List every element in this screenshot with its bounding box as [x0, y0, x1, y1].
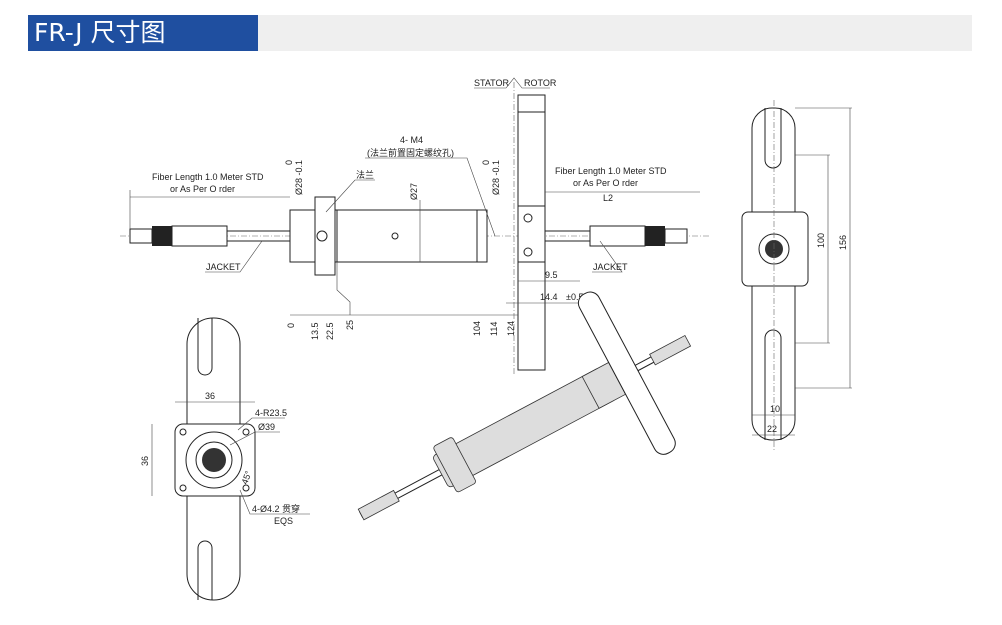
dimension-label: or As Per O rder: [573, 178, 638, 188]
dimension-label: Fiber Length 1.0 Meter STD: [555, 166, 667, 176]
dimension-label: 124: [506, 321, 516, 336]
dimension-label: 14.4: [540, 292, 558, 302]
dimension-label: 法兰: [356, 169, 374, 180]
end-view: 100 156 10 22: [741, 100, 852, 450]
dimension-label: 104: [472, 321, 482, 336]
dimension-label: 36: [205, 391, 215, 401]
dimension-label: EQS: [274, 516, 293, 526]
dimension-label: 156: [838, 235, 848, 250]
dimension-label: or As Per O rder: [170, 184, 235, 194]
dimension-label: 10: [770, 404, 780, 414]
dimension-label: 4- M4: [400, 135, 423, 145]
dimension-label: (法兰前置固定螺纹孔): [367, 147, 454, 158]
dimension-label: 114: [489, 322, 499, 336]
dimension-label: 4-Ø4.2 贯穿: [252, 503, 300, 514]
side-view: STATOR ROTOR Fiber Length 1.0 Meter STD …: [120, 77, 710, 375]
dimension-label: 22: [767, 424, 777, 434]
dimension-label: Ø39: [258, 422, 275, 432]
isometric-view: [357, 291, 692, 521]
dimension-label: JACKET: [593, 262, 628, 272]
dimension-label: Ø27: [409, 183, 419, 200]
dimension-label: Ø28 -0.1: [491, 160, 501, 195]
dimension-label: 22.5: [325, 322, 335, 340]
dimension-label: Fiber Length 1.0 Meter STD: [152, 172, 264, 182]
dimension-label: 25: [345, 320, 355, 330]
dimension-label: 100: [816, 233, 826, 248]
dimension-label: Ø28 -0.1: [294, 160, 304, 195]
dimension-label: JACKET: [206, 262, 241, 272]
page-title: FR-J 尺寸图: [28, 15, 258, 51]
header-bar: FR-J 尺寸图: [28, 15, 972, 51]
dimension-label: 4-R23.5: [255, 408, 287, 418]
dimension-label: STATOR: [474, 78, 510, 88]
dimension-label: ±0.5: [566, 292, 583, 302]
dimension-label: 36: [140, 456, 150, 466]
dimension-label: 0: [481, 160, 491, 165]
front-view: 36 36 4-R23.5 Ø39 45° 4-Ø4.2 贯穿 EQS: [140, 317, 310, 601]
dimension-label: ROTOR: [524, 78, 557, 88]
dimension-label: 13.5: [310, 322, 320, 340]
dimension-label: 0: [286, 323, 296, 328]
dimension-label: 9.5: [545, 270, 558, 280]
dimension-label: 0: [284, 160, 294, 165]
dimension-label: 45°: [239, 469, 253, 486]
dimension-label: L2: [603, 193, 613, 203]
